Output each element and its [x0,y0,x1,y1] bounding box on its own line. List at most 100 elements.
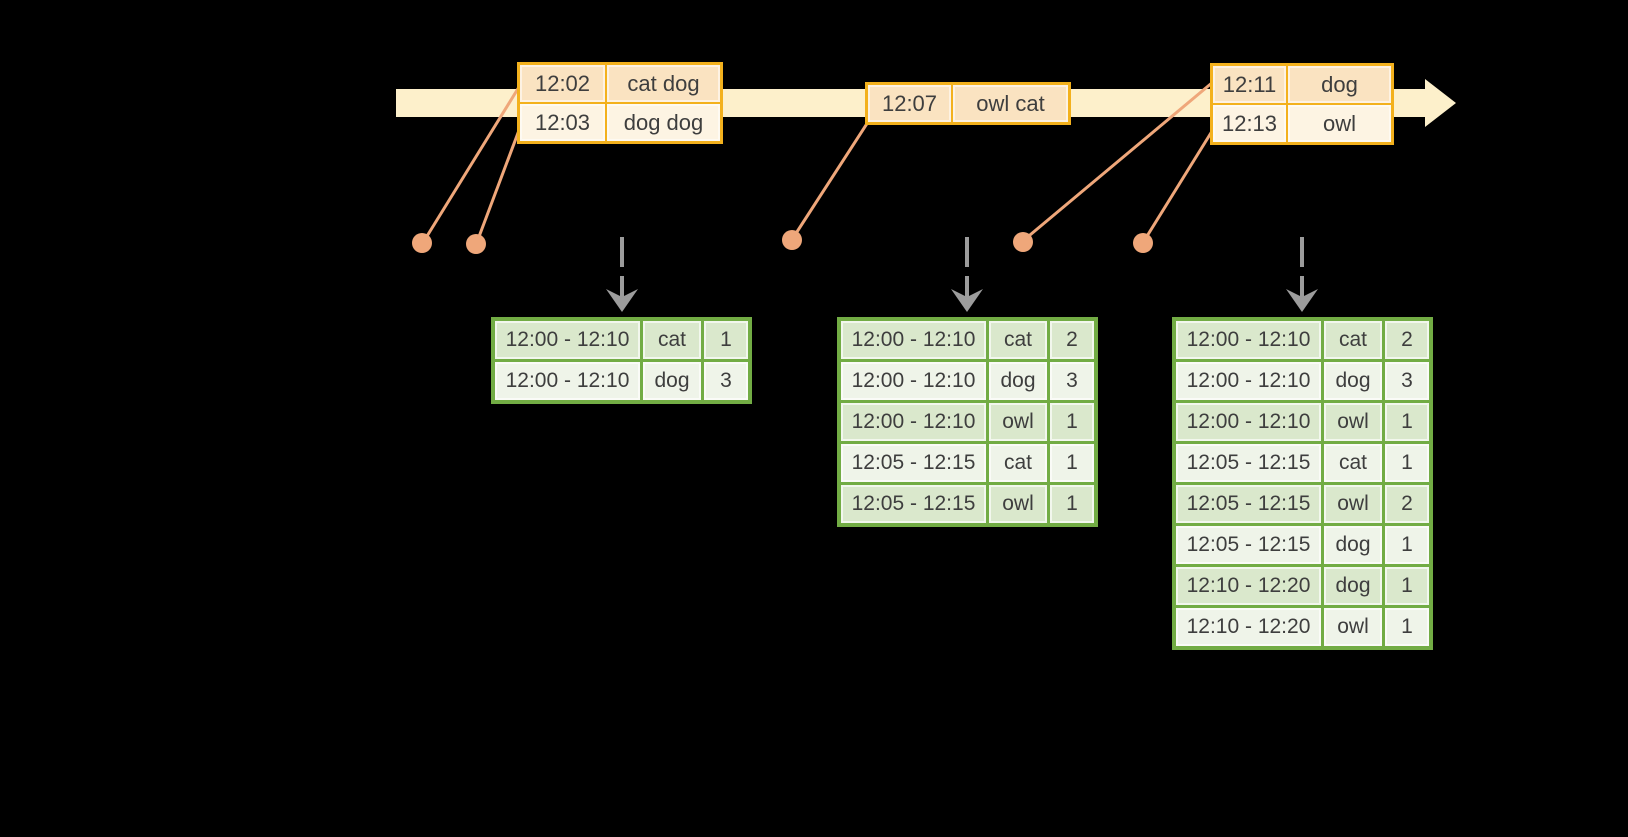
table-cell: 2 [1047,317,1098,362]
event-connector-line [475,124,523,243]
table-cell: owl [986,482,1050,527]
table-cell: 3 [701,359,752,404]
table-cell: 12:13 [1210,103,1288,145]
table-cell: 12:00 - 12:10 [837,317,989,362]
table-cell: 2 [1382,317,1433,362]
table-cell: 12:05 - 12:15 [1172,441,1324,485]
event-dot-icon [1013,232,1033,252]
table-cell: 12:03 [517,102,607,144]
table-cell: cat [986,317,1050,362]
table-cell: 1 [1382,564,1433,608]
table-cell: 12:00 - 12:10 [1172,317,1324,362]
table-cell: 12:05 - 12:15 [837,441,989,485]
event-dot-icon [1133,233,1153,253]
table-cell: 12:02 [517,62,607,104]
table-cell: 2 [1382,482,1433,526]
table-cell: 12:05 - 12:15 [1172,482,1324,526]
table-cell: 12:05 - 12:15 [837,482,989,527]
table-cell: owl [1286,103,1394,145]
event-connector-line [422,86,521,242]
table-cell: 1 [1382,400,1433,444]
table-cell: owl [986,400,1050,444]
down-arrowhead-icon [951,289,983,312]
table-cell: dog [1321,359,1385,403]
down-arrowhead-icon [1286,289,1318,312]
table-cell: cat [640,317,704,362]
table-cell: dog [1286,63,1394,105]
table-cell: 1 [1047,482,1098,527]
table-cell: cat [986,441,1050,485]
table-cell: dog [1321,523,1385,567]
event-connector-line [791,121,870,239]
table-cell: 12:00 - 12:10 [837,400,989,444]
event-dot-icon [782,230,802,250]
event-dot-icon [466,234,486,254]
event-connector-line [1023,80,1214,242]
table-cell: dog [986,359,1050,403]
table-cell: 12:07 [865,82,953,125]
event-connector-line [1142,127,1216,242]
table-cell: cat [1321,441,1385,485]
table-cell: owl [1321,605,1385,650]
down-arrowhead-icon [606,289,638,312]
table-cell: dog dog [605,102,723,144]
timeline-arrowhead-icon [1425,79,1456,127]
table-cell: dog [640,359,704,404]
table-cell: 12:00 - 12:10 [491,359,643,404]
table-cell: 12:10 - 12:20 [1172,564,1324,608]
table-cell: 12:11 [1210,63,1288,105]
table-cell: cat [1321,317,1385,362]
table-cell: owl [1321,400,1385,444]
table-cell: 3 [1382,359,1433,403]
table-cell: 1 [1382,605,1433,650]
table-cell: cat dog [605,62,723,104]
table-cell: 3 [1047,359,1098,403]
event-dot-icon [412,233,432,253]
table-cell: 1 [1382,441,1433,485]
table-cell: 12:10 - 12:20 [1172,605,1324,650]
table-cell: dog [1321,564,1385,608]
table-cell: 1 [701,317,752,362]
table-cell: 1 [1047,441,1098,485]
table-cell: 1 [1047,400,1098,444]
table-cell: owl [1321,482,1385,526]
table-cell: 12:00 - 12:10 [1172,400,1324,444]
table-cell: 12:00 - 12:10 [491,317,643,362]
table-cell: 1 [1382,523,1433,567]
table-cell: 12:00 - 12:10 [1172,359,1324,403]
table-cell: 12:00 - 12:10 [837,359,989,403]
table-cell: 12:05 - 12:15 [1172,523,1324,567]
